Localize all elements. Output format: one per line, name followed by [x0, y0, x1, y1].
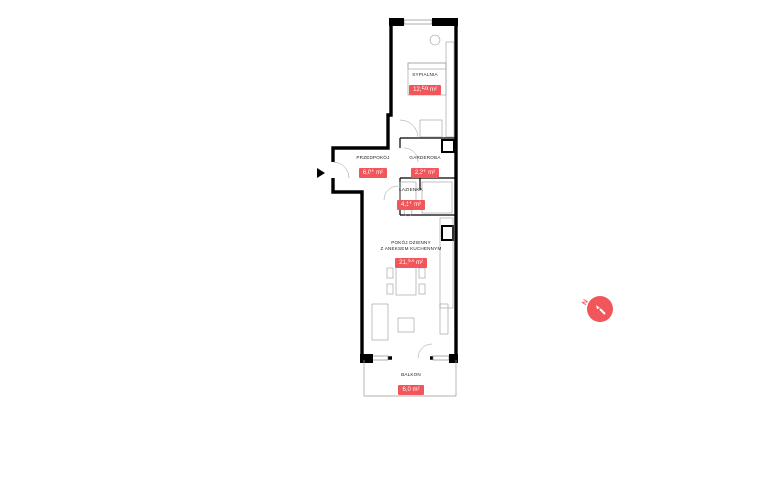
- room-sypialnia: SYPIALNIA 12,59 m²: [385, 72, 465, 96]
- room-name: PRZEDPOKÓJ: [356, 155, 390, 160]
- room-name: BALKON: [401, 372, 421, 377]
- balcony-outline: [363, 360, 457, 397]
- area-pin-icon: [421, 172, 429, 177]
- room-area: 6,0 m²: [398, 384, 424, 395]
- room-name: SYPIALNIA: [412, 72, 438, 77]
- room-name: GARDEROBA: [409, 155, 441, 160]
- area-pin-icon: [407, 262, 415, 267]
- thick-wall-blocks: [360, 18, 458, 363]
- area-pin-icon: [421, 90, 429, 95]
- room-balkon: BALKON 6,0 m²: [371, 372, 451, 396]
- room-name: POKÓJ DZIENNY Z ANEKSEM KUCHENNYM: [380, 240, 442, 251]
- furniture: [371, 34, 455, 341]
- area-pin-icon: [407, 204, 415, 209]
- entrance-arrow-icon: [317, 168, 325, 178]
- room-name: ŁAZIENKA: [399, 187, 423, 192]
- compass-disc: [587, 296, 613, 322]
- room-area: 12,59 m²: [409, 84, 441, 95]
- area-pin-icon: [369, 172, 377, 177]
- compass-north-icon: N: [581, 296, 613, 322]
- doors: [332, 119, 433, 359]
